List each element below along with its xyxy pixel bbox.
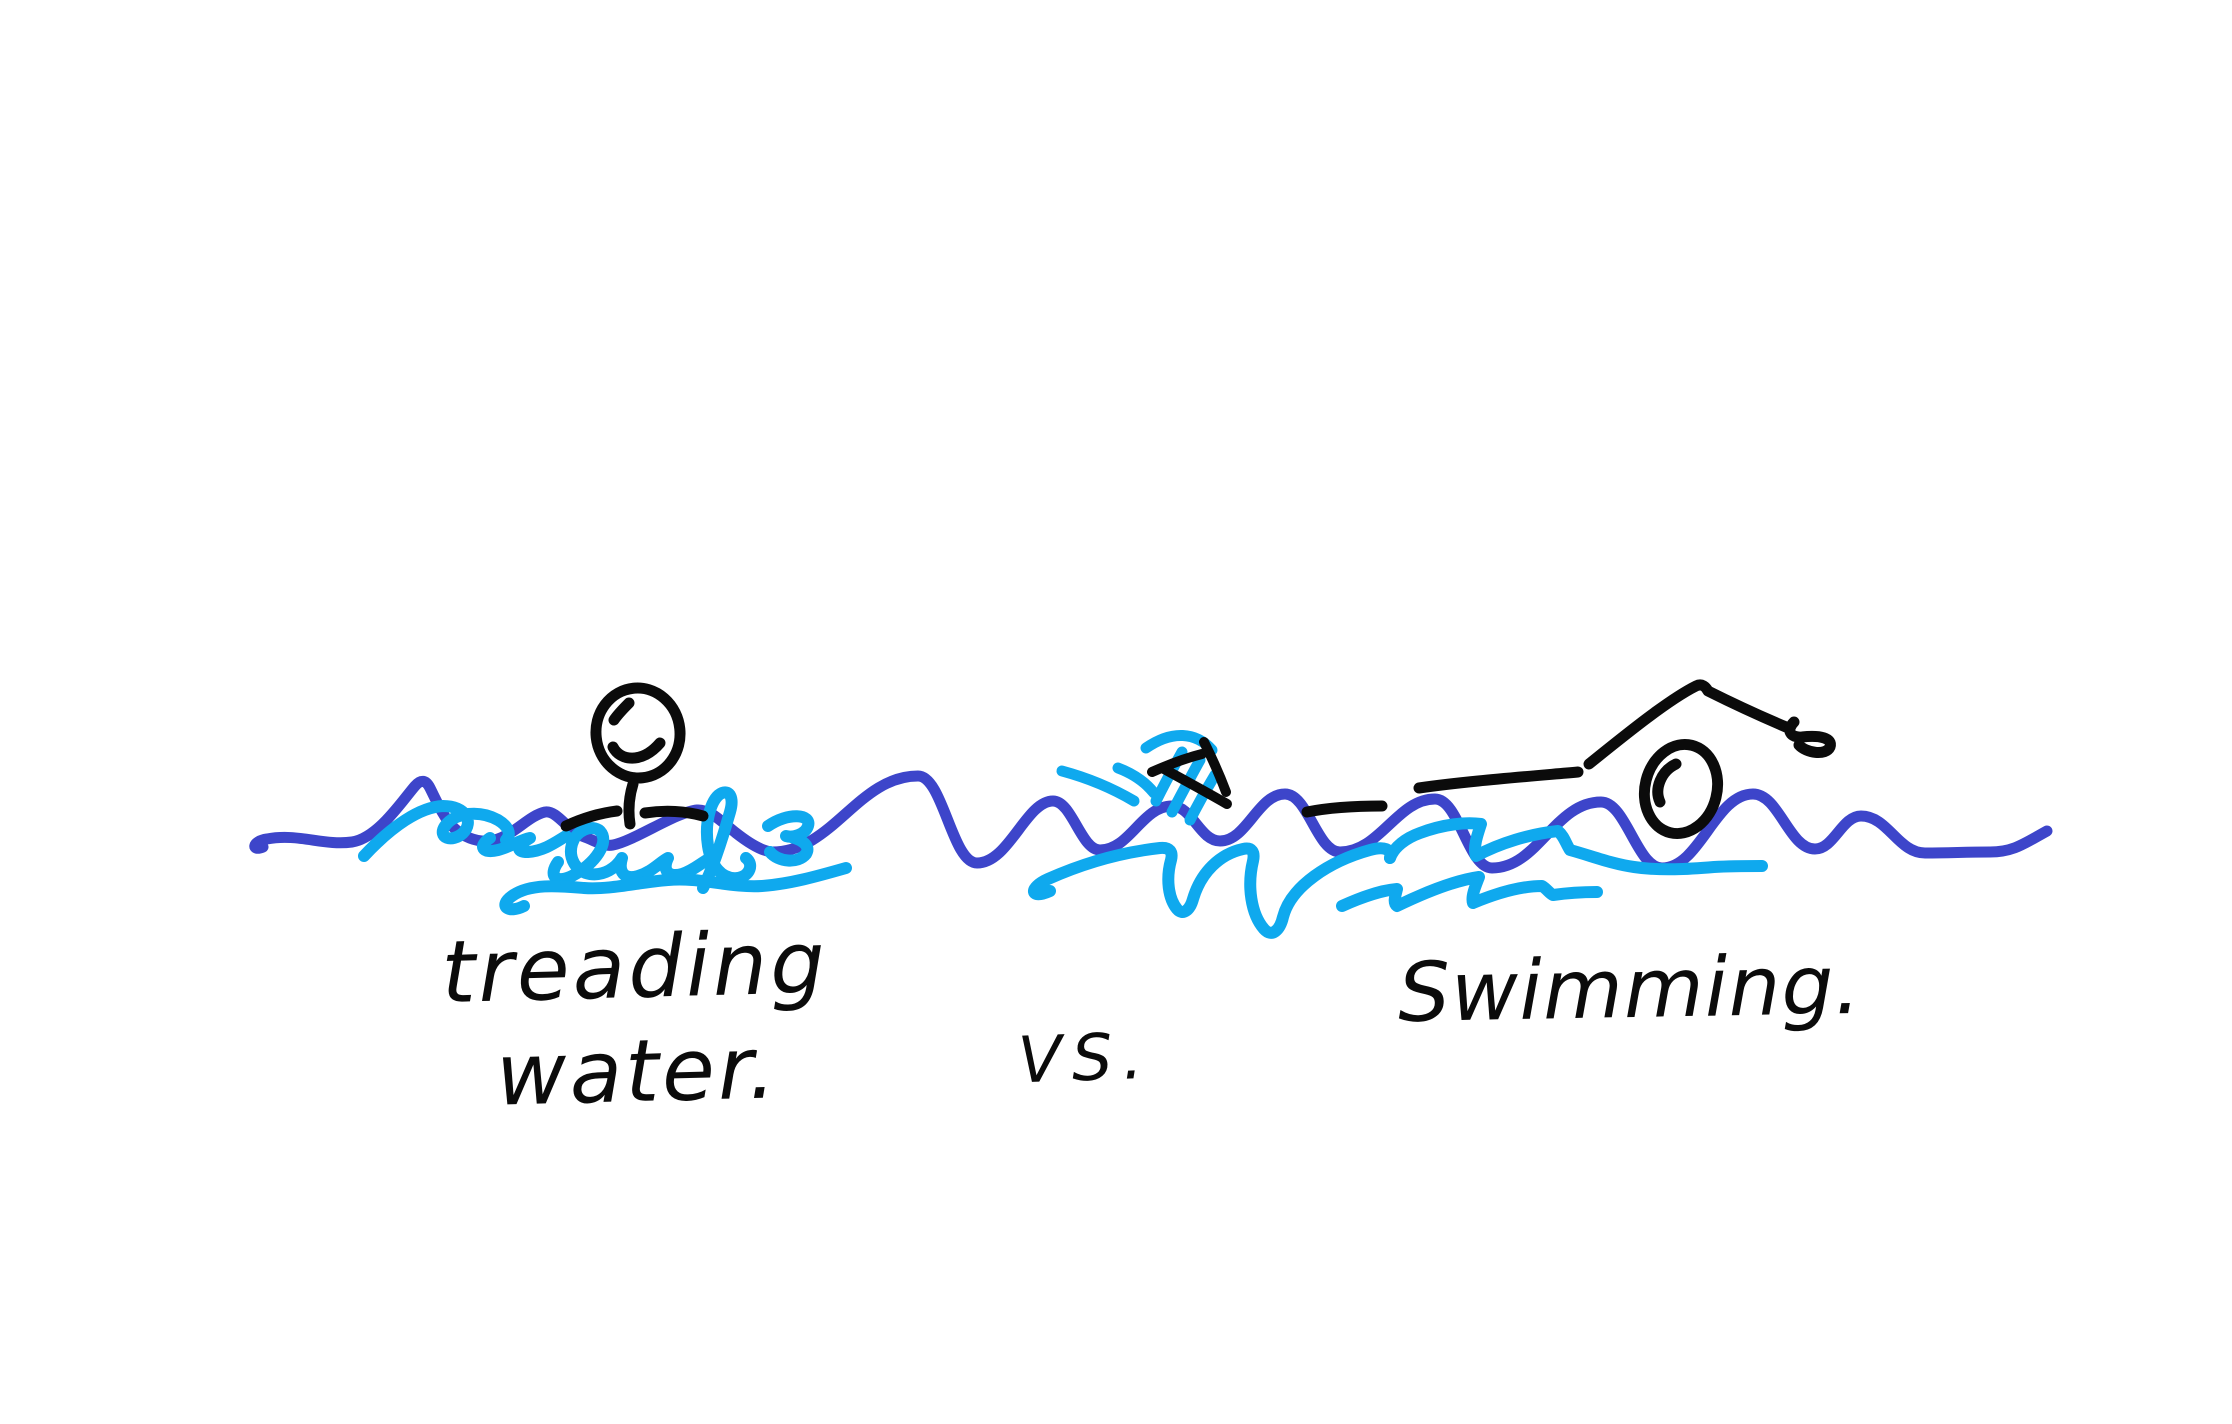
kick-hatch-mark [1199,737,1231,797]
splash-stroke [477,830,572,858]
kick-hatch-mark [1159,764,1232,809]
treading-figure [560,682,709,832]
caption-treading-line2: water. [494,1018,780,1126]
wave-line [249,770,2053,874]
caption-treading-water: treading water. [383,909,888,1130]
swimmer-hand-curl [1784,716,1836,758]
swimmer-trailing-arm [1301,800,1388,818]
caption-versus: VS. [1016,1019,1155,1099]
spray-zigzag [1028,841,1397,939]
treading-splash-scribbles [358,786,852,916]
kick-splash-stroke [1184,769,1221,826]
treading-figure-smile [607,737,666,764]
swimmer-head [1638,738,1724,840]
splash-stroke [547,822,713,886]
treading-figure-right-arm [639,805,709,822]
kick-hatch-mark [1147,749,1207,777]
splash-stroke [697,786,757,894]
water-surface-wave [249,770,2053,874]
treading-figure-head [590,682,686,784]
caption-swimming: Swimming. [1397,937,1863,1042]
swimmer-figure [1301,679,1836,840]
treading-figure-hair-tick [608,697,635,726]
splash-stroke [358,800,515,862]
caption-treading-line1: treading [440,912,830,1024]
swim-spray-zigzag [1028,817,1768,939]
spray-zigzag [1384,817,1768,876]
swimmer-body [1413,766,1584,794]
splash-stroke [499,862,852,916]
kick-splash-arc [1056,765,1140,807]
treading-figure-neck [623,778,639,830]
spray-zigzag [1336,871,1603,912]
splash-stroke [762,810,815,867]
kick-splash-stroke [1166,754,1206,818]
kick-splash [1056,730,1232,826]
treading-figure-left-arm [560,805,623,832]
swimmer-stroke-arm [1583,679,1792,770]
kick-splash-arc [1112,762,1160,799]
swimmer-face-line [1652,758,1682,808]
